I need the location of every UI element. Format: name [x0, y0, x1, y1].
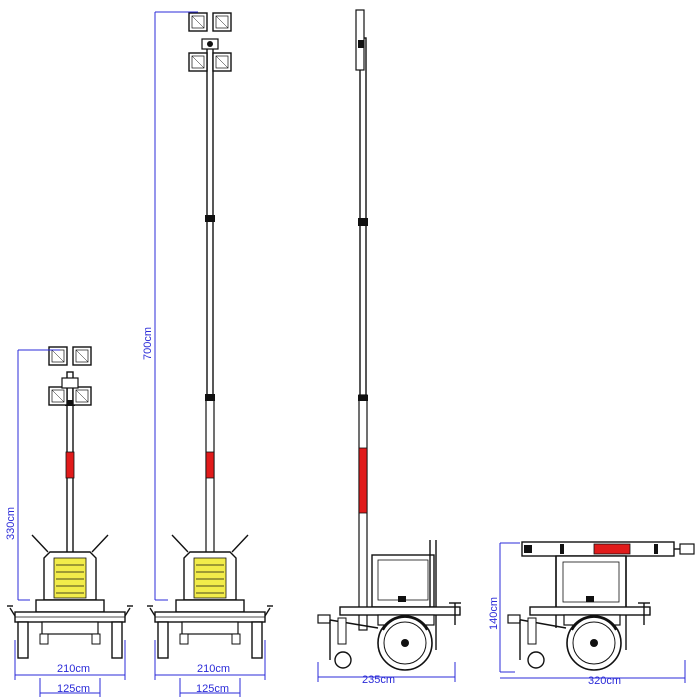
- length-dimension-label: 320cm: [588, 675, 621, 687]
- height-dimension-label: 330cm: [5, 507, 17, 540]
- height-dimension-label: 700cm: [142, 327, 154, 360]
- wheel: [566, 615, 622, 671]
- outrigger-leg: [638, 602, 650, 625]
- mast: [355, 9, 368, 631]
- width-dimension-label: 210cm: [197, 663, 230, 675]
- trailer-front: [146, 534, 274, 659]
- side-view-raised: 235cm: [317, 9, 461, 686]
- mast: [205, 39, 215, 559]
- drawbar-jockey-wheel: [507, 614, 567, 669]
- height-dimension: 330cm: [5, 349, 60, 601]
- generator-housing: [555, 555, 627, 650]
- height-dimension: 700cm: [142, 11, 198, 601]
- front-view-lowered: 330cm 210cm 125cm: [5, 346, 134, 697]
- drawbar-jockey-wheel: [317, 614, 379, 669]
- height-dimension: 140cm: [488, 542, 520, 673]
- inner-dimension-label: 125cm: [57, 683, 90, 695]
- outrigger-leg: [449, 602, 461, 625]
- inner-dimension-label: 125cm: [196, 683, 229, 695]
- trailer-front: [6, 534, 134, 659]
- length-dimension: 320cm: [500, 660, 686, 687]
- front-view-raised: 700cm 210cm 125cm: [142, 11, 274, 697]
- lamp-cluster: [188, 12, 232, 72]
- lamp-cluster: [48, 346, 92, 406]
- width-dimension-label: 210cm: [57, 663, 90, 675]
- length-dimension-label: 235cm: [362, 674, 395, 686]
- wheel: [377, 615, 433, 671]
- height-dimension-label: 140cm: [488, 597, 500, 630]
- stowed-mast: [521, 541, 695, 557]
- width-dimension: 210cm 125cm: [14, 640, 126, 697]
- length-dimension: 235cm: [317, 662, 456, 686]
- side-view-transport: 140cm 320cm: [488, 541, 695, 687]
- width-dimension: 210cm 125cm: [154, 640, 266, 697]
